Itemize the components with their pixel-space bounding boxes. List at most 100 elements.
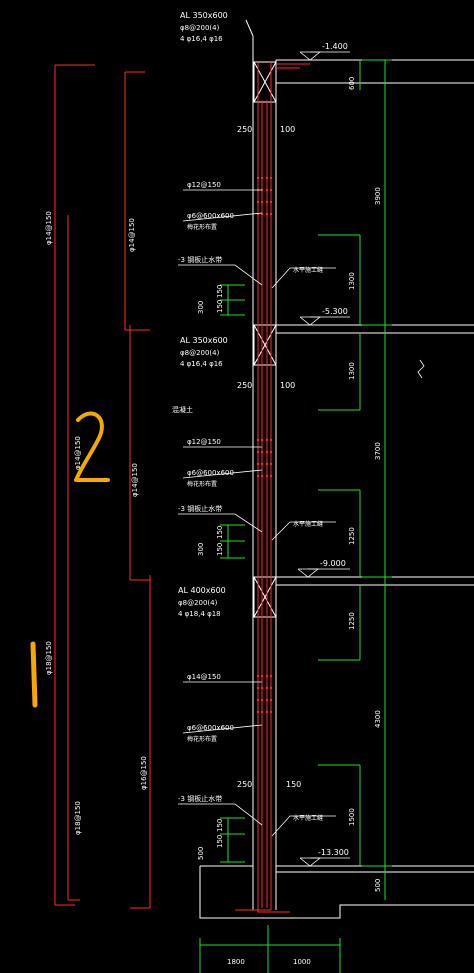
rebar-dot [269,200,273,204]
rebar-dot [256,462,260,466]
rebar-dot [269,450,273,454]
left-bar-label-5: φ14@150 [128,218,136,252]
small-dim-a3: 300 [197,301,205,314]
small-dim-b1: 150 [216,526,224,539]
small-dim-c1: 150 [216,819,224,832]
horizontal-bar-3: φ14@150 [187,673,221,681]
wall-dim-left-3: 250 [237,780,252,789]
small-dim-a1: 150 [216,285,224,298]
tie-bar-note-1: 梅花形布置 [187,223,217,231]
rebar-dot [256,474,260,478]
right-dim-seg2b: 1250 [348,527,356,545]
rebar-dot [269,176,273,180]
handwritten-two [74,411,110,482]
right-dim-top: 600 [348,77,356,90]
small-dim-c3: 500 [197,847,205,860]
level-label-2: -5.300 [322,307,348,316]
beam-boxes [253,61,277,618]
rebar-dot [269,212,273,216]
rebar-dot [265,474,269,478]
beam-stirrup-1: φ8@200(4) [180,24,220,32]
level-label-3: -9.000 [320,559,346,568]
bottom-dim-2: 1000 [293,958,311,966]
rebar-dot [256,686,260,690]
rebar-dot [260,462,264,466]
rebar-dot [265,438,269,442]
rebar-dot [256,674,260,678]
beam-bars-1: 4 φ16,4 φ16 [180,35,223,43]
tie-bar-1: φ6@600x600 [187,212,234,220]
rebar-dot [260,686,264,690]
rebar-dot [269,674,273,678]
rebar-dot [260,710,264,714]
rebar-dot [260,200,264,204]
beam-title-3: AL 400x600 [178,586,226,595]
rebar-dot [256,200,260,204]
wall-dim-right-1: 100 [280,125,295,134]
beam-title-1: AL 350x600 [180,11,228,20]
left-bar-label-3: φ18@150 [45,641,53,675]
rebar-dot [269,462,273,466]
rebar-dot [265,176,269,180]
rebar-dot [260,674,264,678]
rebar-dot [260,438,264,442]
rebar-dot [269,438,273,442]
construction-joint-2: 水平施工缝 [293,520,323,528]
beam-title-2: AL 350x600 [180,336,228,345]
tie-bar-2: φ6@600x600 [187,469,234,477]
level-label-4: -13.300 [318,848,349,857]
small-dim-c2: 150 [216,835,224,848]
right-dim-seg1a: 1300 [348,272,356,290]
rebar-dot [269,710,273,714]
rebar-dot [260,176,264,180]
construction-joint-1: 水平施工缝 [293,266,323,274]
wall-dim-right-2: 100 [280,381,295,390]
left-bar-label-1: φ14@150 [45,211,53,245]
rebar-dot [265,686,269,690]
tie-bar-3: φ6@600x600 [187,724,234,732]
tie-bar-note-3: 梅花形布置 [187,735,217,743]
tie-bar-note-2: 梅花形布置 [187,480,217,488]
rebar-dot [256,438,260,442]
rebar-dot [260,450,264,454]
rebar-dot [265,212,269,216]
construction-joint-3: 水平施工缝 [293,814,323,822]
left-bar-label-2: φ14@150 [74,436,82,470]
rebar-dot [269,474,273,478]
right-dim-seg2: 3700 [374,442,382,460]
waterstop-label-1: -3 钢板止水带 [178,255,222,264]
rebar-dot [256,176,260,180]
rebar-dots [256,176,273,714]
handwriting-marks [30,411,110,708]
left-bar-label-6: φ14@150 [131,463,139,497]
rebar-dot [265,710,269,714]
right-dim-bottom: 500 [374,879,382,892]
beam-bars-2: 4 φ16,4 φ16 [180,360,223,368]
right-dim-seg2a: 1300 [348,362,356,380]
small-dim-b2: 150 [216,543,224,556]
rebar-dot [265,200,269,204]
rebar-dot [265,188,269,192]
wall-dim-right-3: 150 [286,780,301,789]
level-label-1: -1.400 [322,42,348,51]
right-dim-seg3a: 1250 [348,612,356,630]
waterstop-label-3: -3 钢板止水带 [178,794,222,803]
beam-stirrup-3: φ8@200(4) [178,599,218,607]
horizontal-bar-2: φ12@150 [187,438,221,446]
wall-dim-left-1: 250 [237,125,252,134]
right-dim-seg3: 4300 [374,710,382,728]
leader-lines [178,51,425,867]
rebar-dot [256,698,260,702]
small-dim-b3: 300 [197,543,205,556]
rebar-dot [265,674,269,678]
rebar-dot [260,698,264,702]
rebar-dot [269,188,273,192]
rebar-dot [260,474,264,478]
handwritten-one [30,641,38,708]
rebar-dot [256,710,260,714]
horizontal-bar-1: φ12@150 [187,181,221,189]
right-dim-seg3b: 1500 [348,808,356,826]
rebar-dot [269,698,273,702]
